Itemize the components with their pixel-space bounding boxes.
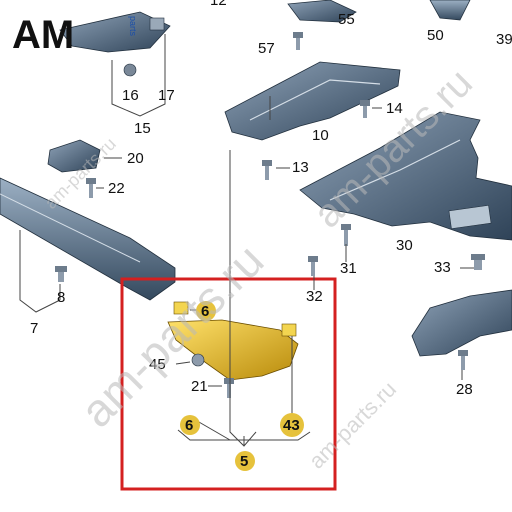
label-20: 20 [127,150,144,167]
label-32: 32 [306,288,323,305]
label-13: 13 [292,159,309,176]
bracket-part-20 [47,139,101,173]
bolt-part-28 [458,350,468,370]
am-parts-logo: AM parts [12,13,138,57]
leader-lines [19,34,474,447]
highlight-frame [120,277,337,491]
label-8: 8 [57,289,65,306]
svg-text:43: 43 [283,417,300,434]
svg-text:5: 5 [240,453,248,470]
label-12: 12 [210,0,227,9]
label-7: 7 [30,320,38,337]
bolt-part-32 [308,256,318,276]
label-39: 39 [496,31,512,48]
svg-text:6: 6 [201,303,209,320]
nut-part-16 [123,63,137,77]
rear-panel-part-30-ridge [329,139,461,201]
bracket-part-top-left [59,11,171,53]
label-22: 22 [108,180,125,197]
label-15: 15 [134,120,151,137]
cover-part-5 [167,319,299,381]
panel-part-50 [429,0,471,21]
clip-part-17 [149,17,165,31]
bolt-part-21 [224,378,234,398]
label-31: 31 [340,260,357,277]
rear-panel-part-30 [299,111,512,241]
panel-part-55 [287,0,357,23]
bolt-part-33 [471,254,485,270]
clip-part-6 [173,301,189,315]
label-55: 55 [338,11,355,28]
label-30: 30 [396,237,413,254]
rail-part-7-edge [0,193,141,263]
label-33: 33 [434,259,451,276]
svg-text:6: 6 [185,417,193,434]
label-28: 28 [456,381,473,398]
logo-sub: parts [128,16,138,37]
bolt-part-31 [341,224,351,246]
bolt-part-8 [55,266,67,282]
label-21: 21 [191,378,208,395]
label-10: 10 [312,127,329,144]
bolt-part-13 [262,160,272,180]
rear-panel-part-30-insert [448,204,492,230]
badge-label-6: 6 [180,415,200,435]
side-panel-part-28 [411,289,512,357]
logo-brand: AM [12,13,74,57]
badge-label-5: 5 [235,451,255,471]
watermark-4: am-parts.ru [304,376,401,473]
label-16: 16 [122,87,139,104]
label-17: 17 [158,87,175,104]
floor-panel-part-10-ridge [249,79,381,121]
label-57: 57 [258,40,275,57]
clip-part-43 [281,323,297,337]
label-45: 45 [149,356,166,373]
bolt-part-14 [360,100,370,118]
label-50: 50 [427,27,444,44]
bolt-part-57 [293,32,303,50]
badge-label-43: 43 [280,413,304,437]
bolt-part-22 [86,178,96,198]
badge-label-6-top: 6 [196,301,216,321]
rail-part-7 [0,177,176,301]
bolt-part-45 [191,353,205,367]
label-14: 14 [386,100,403,117]
